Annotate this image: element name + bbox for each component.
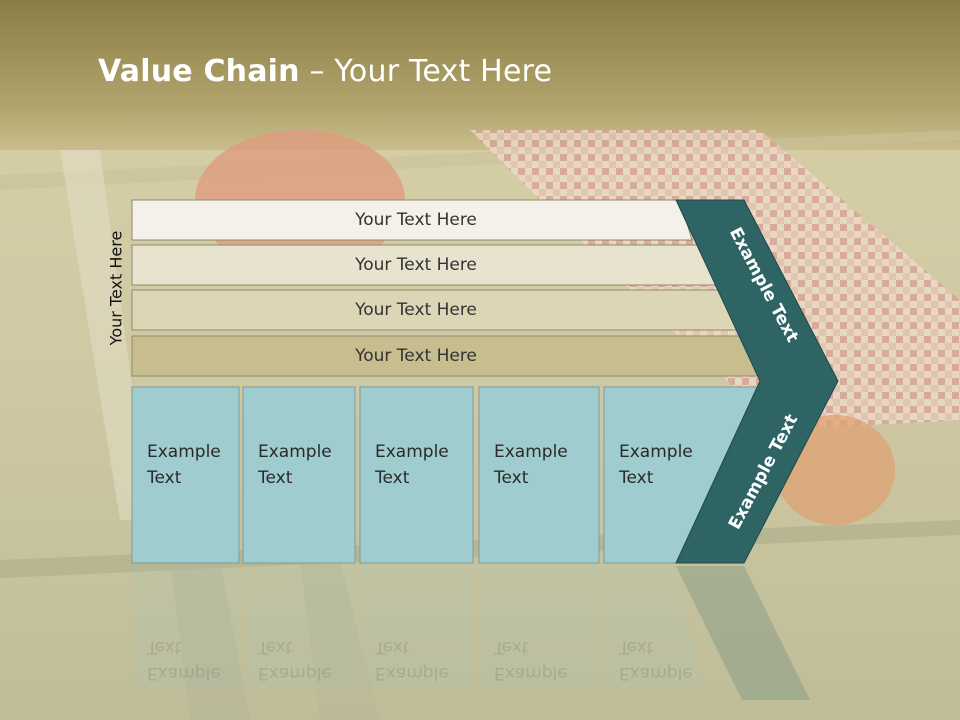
activity-column-reflection — [132, 565, 239, 690]
side-label: Your Text Here — [106, 230, 126, 346]
activity-column-4 — [478, 386, 600, 564]
value-bar-1 — [131, 199, 693, 241]
value-bar-label: Your Text Here — [355, 255, 477, 275]
margin-chevron — [675, 199, 839, 564]
value-bar-label: Your Text Here — [355, 300, 477, 320]
slide-title: Value Chain – Your Text Here — [98, 54, 553, 89]
activity-column-reflection — [479, 565, 599, 690]
activity-column-2 — [242, 386, 356, 564]
value-bar-label: Your Text Here — [355, 346, 477, 366]
margin-chevron-reflection — [676, 566, 810, 700]
activity-column-1 — [131, 386, 240, 564]
value-bar-label: Your Text Here — [355, 210, 477, 230]
activity-column-3 — [359, 386, 474, 564]
activity-column-reflection — [604, 565, 704, 690]
activity-column-reflection — [360, 565, 473, 690]
activity-column-reflection — [243, 565, 355, 690]
